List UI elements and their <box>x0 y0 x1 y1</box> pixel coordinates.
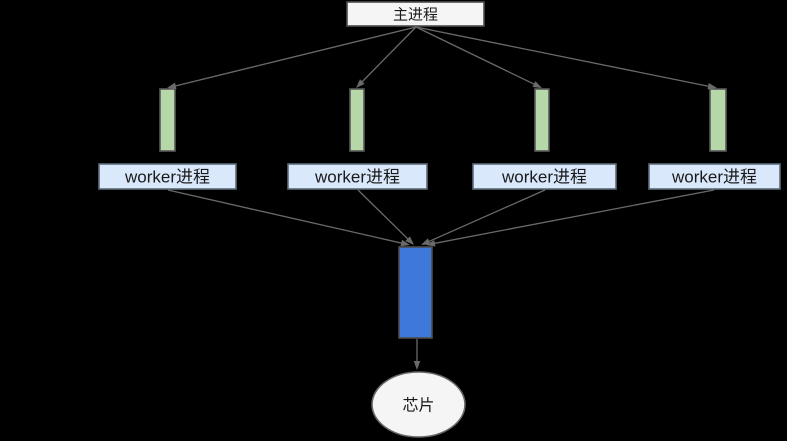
arrowhead-icon <box>532 81 542 88</box>
worker-box-4 <box>648 163 781 190</box>
main-to-pipe-1-arrow <box>167 26 417 90</box>
arrowhead-icon <box>405 236 414 245</box>
main-to-pipe-3-arrow <box>415 26 542 88</box>
arrowhead-icon <box>400 239 410 247</box>
main-to-pipe-2-arrow <box>356 26 417 88</box>
worker-4-to-channel-arrow <box>426 189 715 247</box>
main-process-box-label: 主进程 <box>393 6 438 23</box>
pipe-bar-2 <box>349 88 365 152</box>
channel-bar <box>398 246 433 339</box>
arrowhead-icon <box>707 82 717 90</box>
worker-box-3-label: worker进程 <box>501 168 587 187</box>
worker-box-3 <box>472 163 617 190</box>
worker-box-2 <box>287 163 428 190</box>
worker-2-to-channel-arrow <box>357 189 414 245</box>
arrowhead-icon <box>426 240 436 247</box>
chip-ellipse <box>371 371 466 438</box>
worker-box-1-label: worker进程 <box>124 168 210 187</box>
worker-3-to-channel-arrow <box>421 189 546 245</box>
pipe-bar-4 <box>709 88 727 152</box>
arrowhead-icon <box>421 238 431 245</box>
pipe-bar-1 <box>159 88 176 152</box>
arrowhead-icon <box>356 79 365 88</box>
worker-box-4-label: worker进程 <box>671 168 757 187</box>
main-to-pipe-4-arrow <box>415 26 717 90</box>
main-process-box <box>346 1 485 27</box>
worker-box-2-label: worker进程 <box>314 168 400 187</box>
chip-ellipse-label: 芯片 <box>402 396 434 414</box>
channel-to-chip-arrow <box>413 339 421 370</box>
arrowhead-icon <box>167 82 177 90</box>
worker-box-1 <box>98 163 237 190</box>
arrowhead-icon <box>413 361 421 370</box>
worker-1-to-channel-arrow <box>167 189 410 247</box>
pipe-bar-3 <box>534 88 550 152</box>
